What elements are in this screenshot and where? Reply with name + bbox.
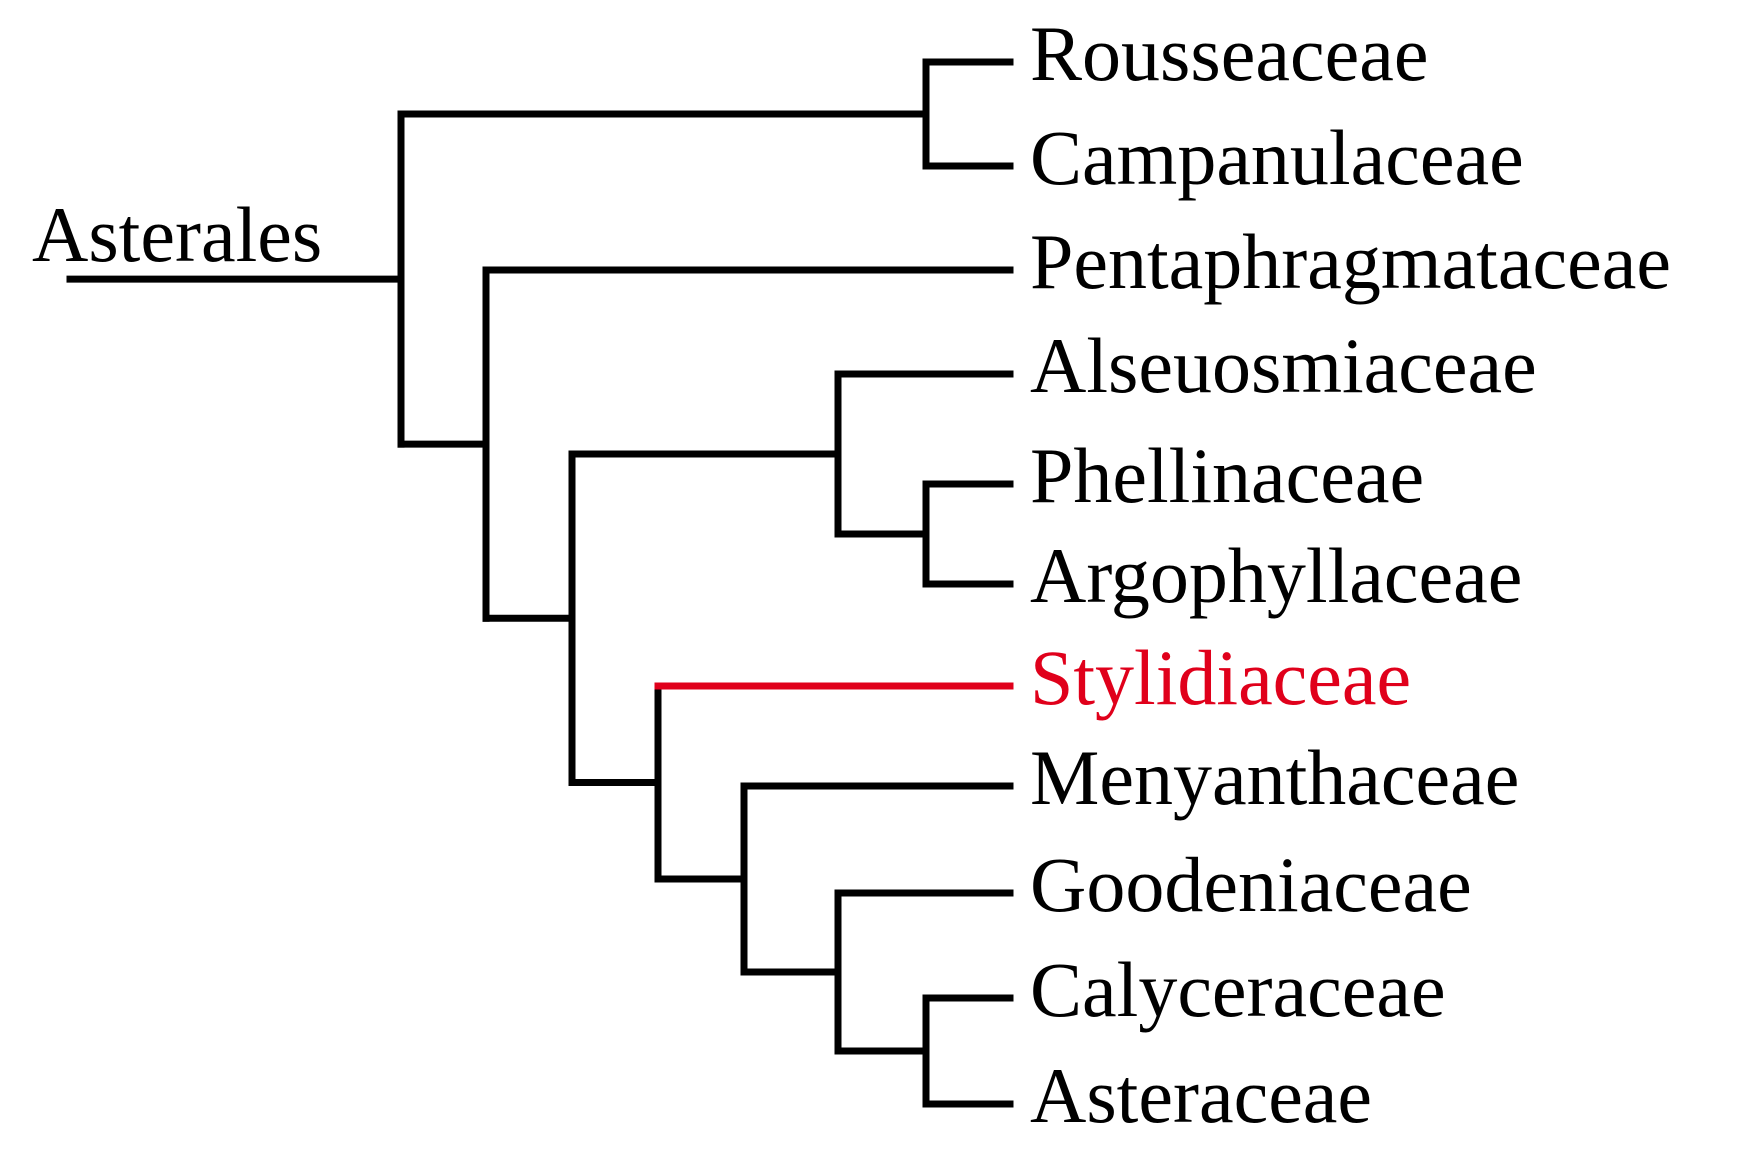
taxon-label: Argophyllaceae bbox=[1030, 532, 1522, 619]
taxon-label: Campanulaceae bbox=[1030, 114, 1524, 201]
taxon-label: Phellinaceae bbox=[1030, 432, 1424, 519]
taxon-labels: RousseaceaeCampanulaceaePentaphragmatace… bbox=[1030, 10, 1671, 1139]
tree-branches bbox=[66, 58, 1014, 1108]
taxon-label: Menyanthaceae bbox=[1030, 734, 1519, 821]
taxon-label: Alseuosmiaceae bbox=[1030, 322, 1537, 409]
taxon-label: Stylidiaceae bbox=[1030, 634, 1411, 721]
taxon-label: Calyceraceae bbox=[1030, 946, 1446, 1033]
taxon-label: Pentaphragmataceae bbox=[1030, 218, 1671, 305]
taxon-label: Rousseaceae bbox=[1030, 10, 1428, 97]
taxon-label: Goodeniaceae bbox=[1030, 841, 1472, 928]
taxon-label: Asteraceae bbox=[1030, 1052, 1372, 1139]
root-label: Asterales bbox=[32, 191, 322, 278]
